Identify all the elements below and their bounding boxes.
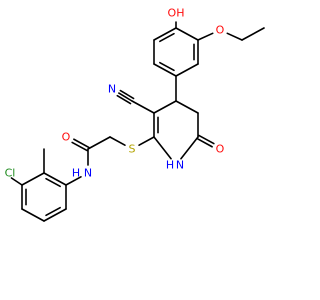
bond-a1-a2 bbox=[175, 27, 199, 41]
bond-r5-rO bbox=[196, 137, 213, 148]
bond-r3-S bbox=[138, 136, 155, 146]
amide-oxygen-label: O bbox=[62, 131, 71, 144]
bond-a6-a1 bbox=[153, 27, 177, 41]
bond-a3-a4 bbox=[175, 63, 199, 77]
bond-b5-b6 bbox=[43, 208, 67, 222]
bond-eO-e1 bbox=[226, 32, 243, 41]
bond-a4-a5-2 bbox=[159, 61, 175, 72]
sulfur-label: S bbox=[129, 143, 136, 156]
bond-b3-Cl bbox=[10, 177, 23, 186]
bond-cn1-cn2 bbox=[118, 92, 133, 102]
bond-amN-b1 bbox=[65, 176, 82, 186]
ring-nitrogen-label: N bbox=[176, 159, 184, 172]
nitrile-nitrogen-label: N bbox=[108, 83, 116, 96]
bond-b1-b2-2 bbox=[45, 177, 61, 188]
bond-b4-b5 bbox=[21, 208, 45, 222]
bond-b5-b6-2 bbox=[45, 206, 61, 217]
bond-r1-r2 bbox=[153, 100, 177, 114]
hydroxy-oxygen-label: OH bbox=[168, 7, 185, 20]
bond-a6-a1-2 bbox=[159, 32, 175, 43]
bond-ch2-am bbox=[87, 136, 111, 150]
ring-hydrogen-label: H bbox=[166, 159, 174, 172]
bond-cn1-cn2-3 bbox=[116, 94, 132, 105]
bond-r5-rO-2 bbox=[198, 134, 215, 145]
amide-hydrogen-label: H bbox=[72, 167, 80, 180]
bond-r6-r1 bbox=[175, 100, 199, 114]
bond-lines bbox=[10, 21, 265, 222]
amide-nitrogen-label: N bbox=[84, 167, 92, 180]
bond-a2-eO bbox=[197, 32, 214, 41]
bond-am-amO bbox=[73, 138, 90, 149]
bond-a4-a5 bbox=[153, 63, 177, 77]
bond-e1-e2 bbox=[241, 27, 265, 41]
bond-am-amO-2 bbox=[71, 141, 88, 152]
bond-b1-b2 bbox=[43, 172, 67, 186]
bond-NH-r5 bbox=[180, 136, 199, 160]
bond-b2-b3 bbox=[21, 172, 45, 186]
bond-r2-cn1 bbox=[131, 100, 155, 114]
ring-carbonyl-oxygen-label: O bbox=[216, 143, 225, 156]
bond-cn1-cn2-2 bbox=[119, 89, 135, 100]
bond-S-ch2 bbox=[109, 136, 126, 146]
ethoxy-oxygen-label: O bbox=[216, 24, 225, 37]
chlorine-label: Cl bbox=[5, 167, 16, 180]
bond-r3-NH bbox=[153, 136, 172, 160]
